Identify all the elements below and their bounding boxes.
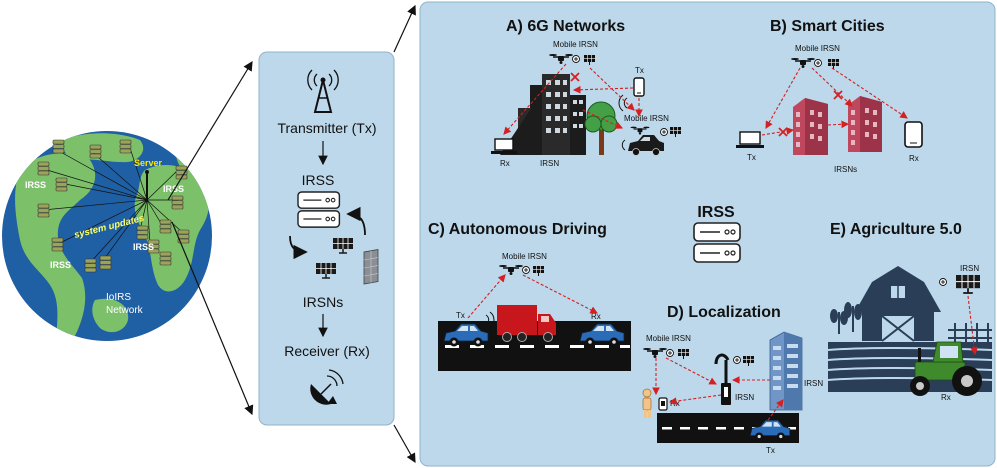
pipeline-transmitter-label: Transmitter (Tx) [277,120,376,136]
plus-icon [522,266,530,274]
car-icon [628,135,664,156]
app-localization-rx-label: Rx [670,399,680,408]
app-smart-cities-links [761,67,908,136]
plus-icon [939,278,947,286]
app-agriculture-irsn-label: IRSN [960,264,979,273]
pipeline-irsns-label: IRSNs [303,294,343,310]
wifi-signal-icon [621,139,626,151]
app-smart-cities-irsns-label: IRSNs [834,165,857,174]
app-localization-irsn-building-label: IRSN [804,379,823,388]
applications-panel: A) 6G Networks Mobile IRSN [419,1,996,467]
server-tower-icon [145,170,149,202]
app-6g-mobile-irsn-car: Mobile IRSN [624,114,669,123]
app-agriculture-rx-label: Rx [941,393,951,402]
globe-irss-label: IRSS [163,184,184,194]
loop-arrow-icon [289,235,308,260]
glass-building-icon [769,331,803,411]
globe-irss-label: IRSS [25,180,46,190]
app-agriculture: E) Agriculture 5.0 IRSN [827,221,993,402]
app-6g-irsn-label: IRSN [540,159,559,168]
app-6g-title: A) 6G Networks [506,18,625,35]
wifi-signal-icon [618,94,628,112]
tree-icon [584,101,618,155]
app-localization-links [652,357,784,421]
tablet-icon [904,121,923,148]
app-localization-irsn-pole-label: IRSN [735,393,754,402]
app-6g-links [503,63,643,135]
blocked-link-icon [778,90,843,137]
irsn-building-icon [848,96,882,152]
plus-icon [666,349,674,357]
irsn-building-icon [793,98,828,155]
smartphone-icon [633,77,645,97]
app-autonomous-rx-label: Rx [591,312,601,321]
person-icon [642,388,652,418]
app-6g-rx-label: Rx [500,159,510,168]
app-6g-tx-label: Tx [635,66,644,75]
plus-icon [814,59,822,67]
app-autonomous-mobile-irsn: Mobile IRSN [502,252,547,261]
app-autonomous-links [467,274,598,319]
globe-server-label: Server [134,158,163,168]
truck-icon [497,305,556,342]
satellite-dish-icon [310,369,344,405]
app-localization-tx-label: Tx [766,446,775,455]
app-6g-mobile-irsn-top: Mobile IRSN [553,40,598,49]
smartphone-icon [658,397,668,411]
lane-markings [445,345,630,348]
pipeline-panel: Transmitter (Tx) IRSS IRSNs Receiver (Rx… [258,51,395,426]
app-smart-cities-tx-label: Tx [747,153,756,162]
server-links [42,147,183,266]
landmass-africa-europe [134,165,210,292]
blocked-link-icon [570,72,580,82]
app-autonomous-title: C) Autonomous Driving [428,221,607,238]
app-localization-title: D) Localization [667,304,781,321]
globe-network-label-line2: Network [106,305,144,316]
plus-icon [733,356,741,364]
laptop-icon [736,131,764,148]
barn-icon [855,266,941,342]
app-smart-cities-mobile-irsn: Mobile IRSN [795,44,840,53]
iorirs-globe: Server IRSS IRSS IRSS IRSS system update… [2,131,212,341]
center-irss-label: IRSS [697,204,735,221]
app-agriculture-title: E) Agriculture 5.0 [830,221,962,238]
plus-icon [572,55,580,63]
zoom-arrows-pipeline [393,4,416,464]
transmitter-tower-icon [307,69,339,113]
irsn-pole-icon [714,353,731,405]
app-autonomous-tx-label: Tx [456,311,465,320]
plants-icon [830,302,862,334]
zoom-arrows-globe [167,60,254,416]
plus-icon [660,128,668,136]
tractor-icon [910,341,982,396]
pipeline-irss-label: IRSS [302,172,335,188]
laptop-icon [491,138,517,154]
globe-irss-label: IRSS [50,260,71,270]
landmass-south [92,298,129,333]
wifi-signal-icon [485,311,495,329]
pipeline-receiver-label: Receiver (Rx) [284,343,370,359]
globe-irss-label: IRSS [133,242,154,252]
app-smart-cities-rx-label: Rx [909,154,919,163]
app-smart-cities-title: B) Smart Cities [770,18,885,35]
center-irss: IRSS [693,204,741,263]
app-localization: D) Localization Mobile IRSN Rx [642,304,823,455]
globe-network-label-line1: IoIRS [106,292,131,303]
app-localization-mobile-irsn: Mobile IRSN [646,334,691,343]
fence-icon [948,323,992,345]
app-autonomous-driving: C) Autonomous Driving Mobile IRSN [428,221,631,371]
loop-arrow-icon [346,206,366,236]
app-smart-cities: B) Smart Cities Mobile IRSN [736,18,923,174]
app-6g-networks: A) 6G Networks Mobile IRSN [491,18,682,168]
pipeline-solar-icons [315,237,379,285]
